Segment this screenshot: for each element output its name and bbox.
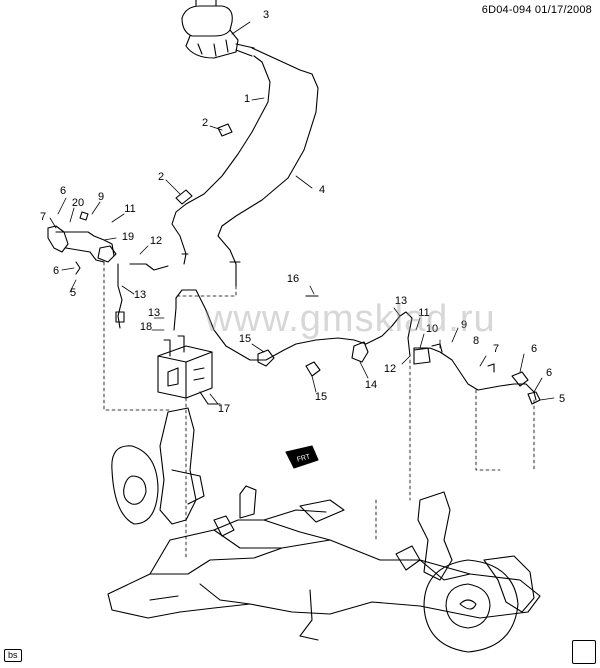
front-symbol-label: FRT <box>296 453 311 463</box>
callout-20: 20 <box>72 197 84 209</box>
corner-badge: bs <box>4 649 22 662</box>
clip-2-upper <box>217 123 233 137</box>
callout-4: 4 <box>319 184 325 196</box>
callout-13a: 13 <box>134 289 146 301</box>
leader-lines <box>49 21 555 405</box>
callout-11b: 11 <box>418 307 429 319</box>
right-brake-rotor <box>423 559 519 653</box>
watermark: www.gmsklad.ru <box>205 298 496 340</box>
left-bracket-assembly <box>47 211 169 329</box>
connector-13-left <box>115 311 125 323</box>
right-knuckle <box>395 491 453 581</box>
callout-18: 18 <box>140 321 152 333</box>
callout-19: 19 <box>122 231 134 243</box>
callout-12a: 12 <box>150 235 162 247</box>
bracket-10 <box>413 343 443 365</box>
callout-6b: 6 <box>53 265 59 277</box>
callout-5b: 5 <box>559 393 565 405</box>
right-brake-caliper <box>483 555 535 613</box>
callout-7a: 7 <box>40 211 46 223</box>
callout-16: 16 <box>287 273 299 285</box>
callout-3: 3 <box>263 9 269 21</box>
callout-1: 1 <box>244 93 250 105</box>
callout-7b: 7 <box>493 343 499 355</box>
left-knuckle <box>111 407 205 525</box>
callout-13c: 13 <box>395 295 407 307</box>
publisher-logo <box>572 640 596 664</box>
callout-17: 17 <box>218 403 230 415</box>
document-id: 6D04-094 01/17/2008 <box>481 4 592 16</box>
callout-10: 10 <box>426 323 438 335</box>
callout-6a: 6 <box>60 185 66 197</box>
abs-module <box>157 335 221 405</box>
brake-pipe-4 <box>217 47 319 287</box>
callout-15b: 15 <box>315 391 327 403</box>
clip-15-center <box>305 361 321 377</box>
callout-5a: 5 <box>70 287 76 299</box>
clip-2-lower <box>175 189 193 205</box>
callout-2a: 2 <box>202 117 208 129</box>
brake-pipe-rear <box>173 289 537 401</box>
front-subframe <box>107 485 541 641</box>
callout-6c: 6 <box>531 343 537 355</box>
clip-15-left <box>257 349 275 367</box>
callout-6d: 6 <box>546 367 552 379</box>
callout-11a: 11 <box>124 203 135 215</box>
callout-15a: 15 <box>239 333 251 345</box>
callout-12b: 12 <box>384 363 396 375</box>
brake-pipe-1 <box>171 55 271 265</box>
callout-8: 8 <box>473 335 479 347</box>
callout-14: 14 <box>365 379 377 391</box>
front-direction-symbol <box>285 445 319 469</box>
reference-lines <box>103 261 535 561</box>
callout-13b: 13 <box>148 307 160 319</box>
callout-2b: 2 <box>158 171 164 183</box>
bracket-14 <box>351 341 369 363</box>
master-cylinder <box>181 0 255 59</box>
callout-9a: 9 <box>98 191 104 203</box>
callout-9b: 9 <box>461 319 467 331</box>
